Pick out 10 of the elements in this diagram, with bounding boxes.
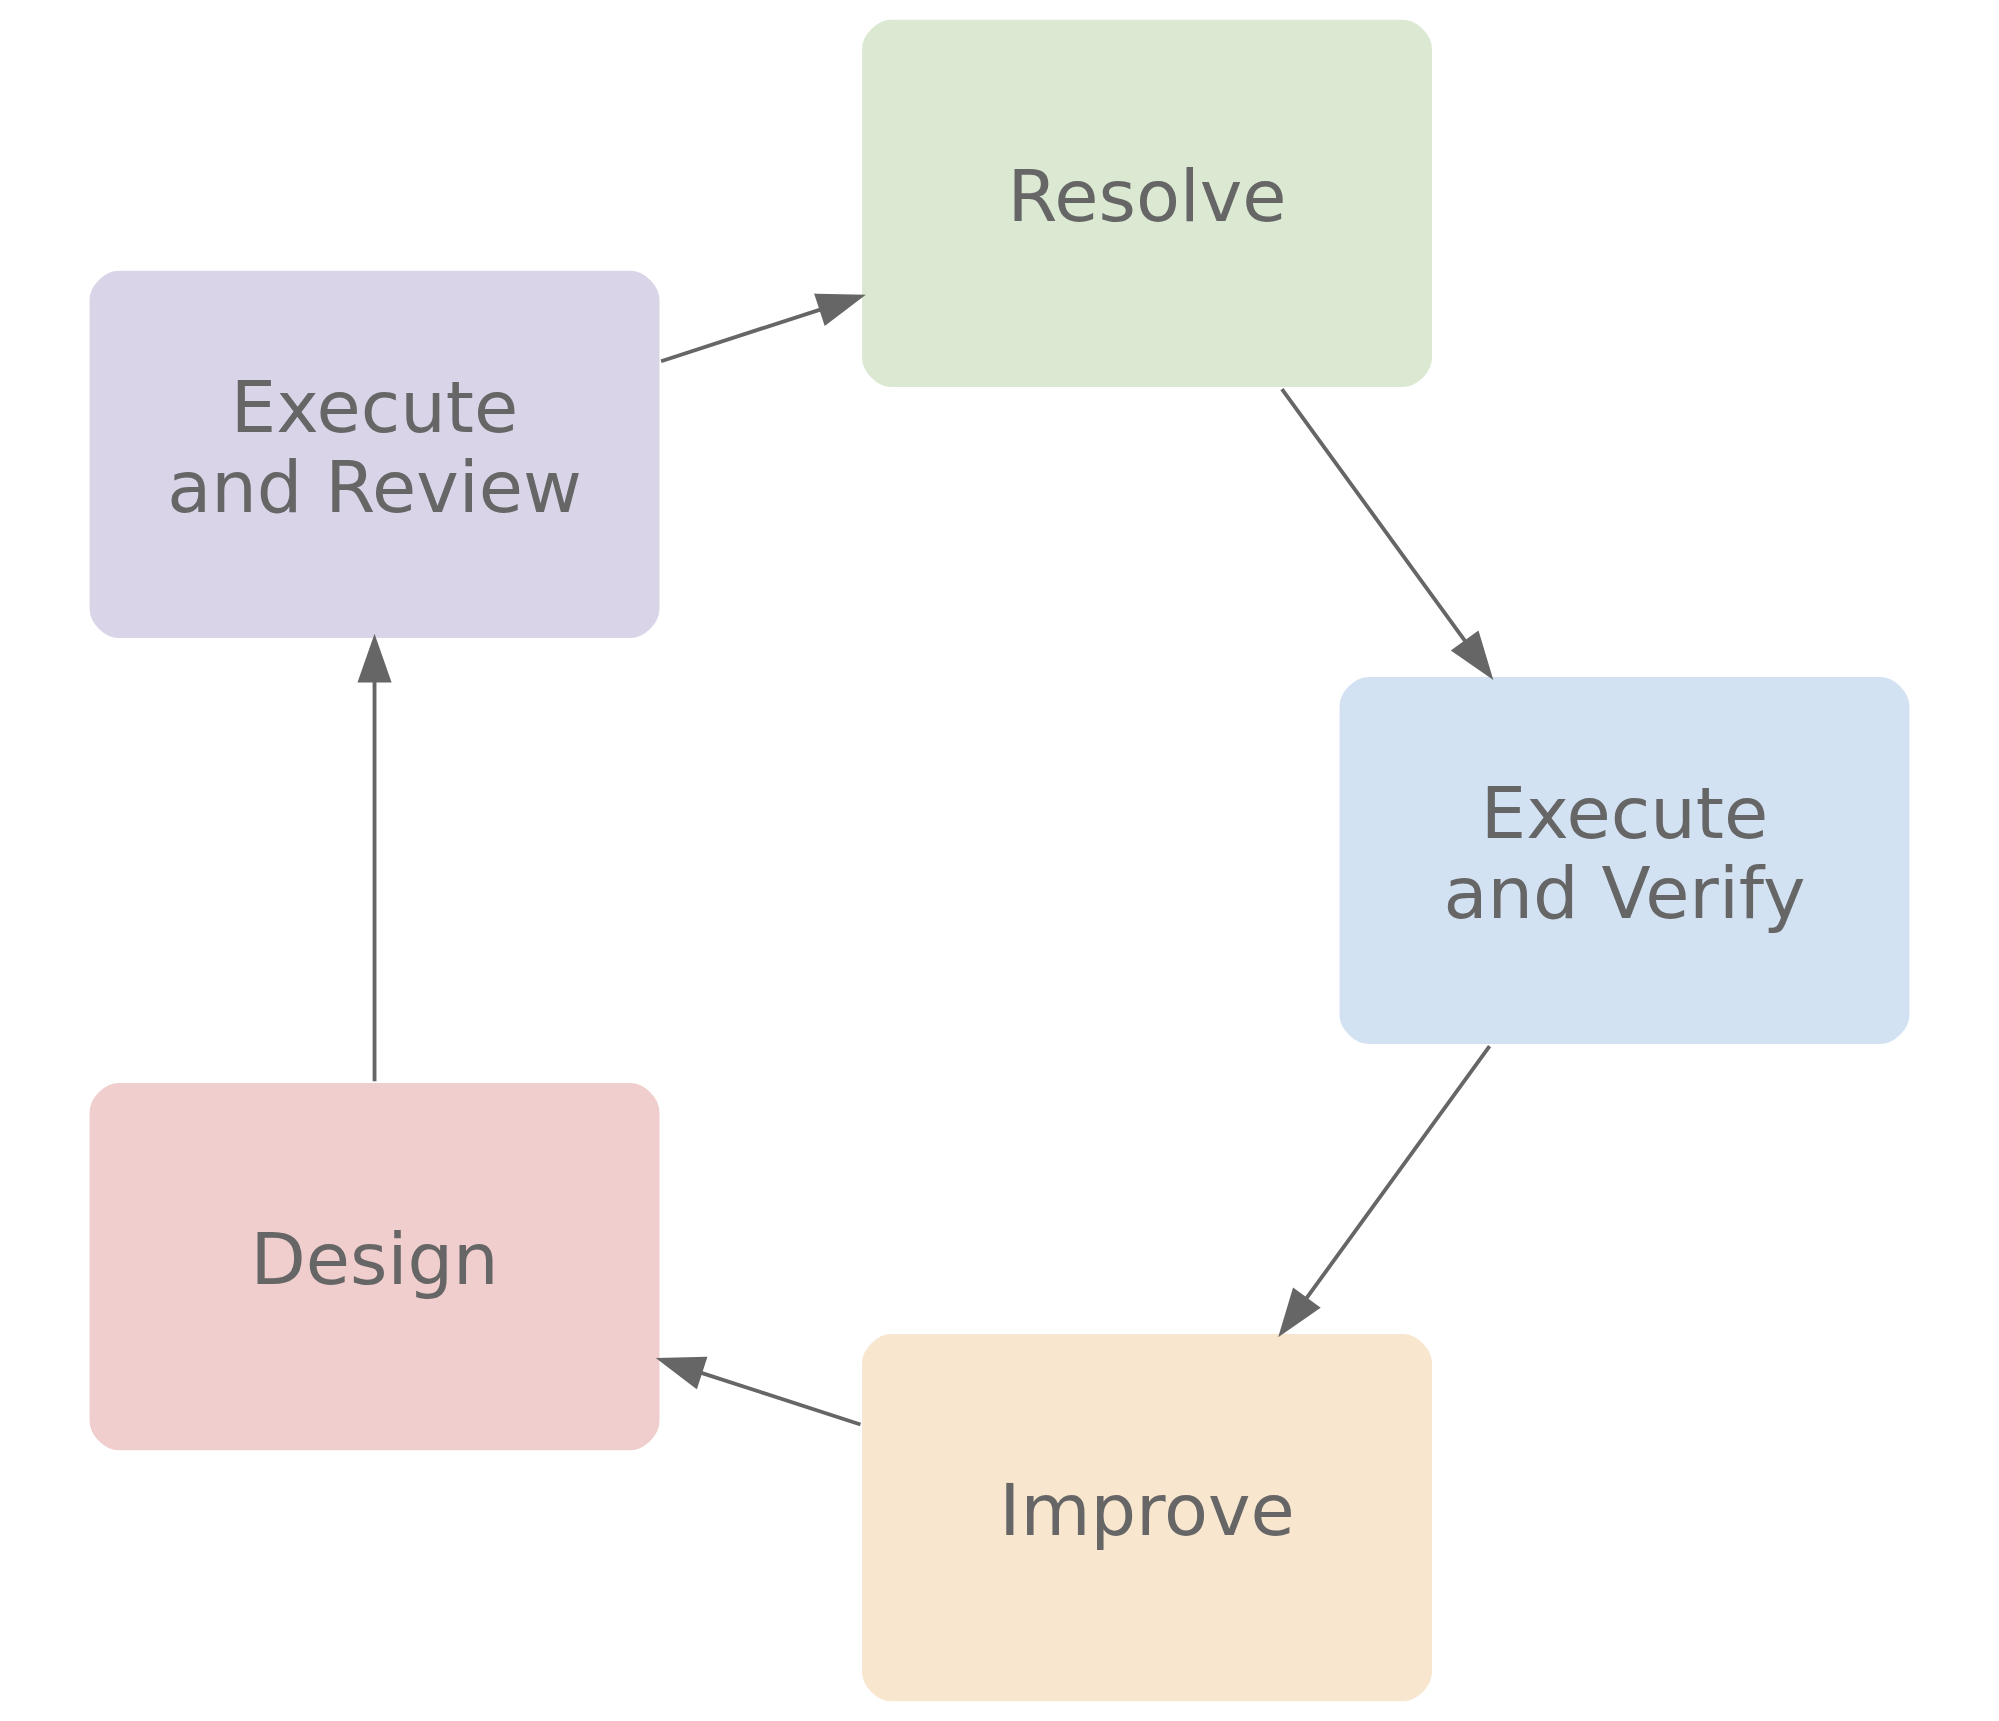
node-box: Design (87, 1080, 663, 1453)
arrow (1278, 1045, 1492, 1338)
node-box: Execute and Review (87, 268, 663, 641)
arrow (660, 293, 866, 364)
node-box: Resolve (859, 17, 1435, 390)
node-box: Execute and Verify (1336, 674, 1912, 1047)
arrow (357, 633, 392, 1082)
arrow (655, 1356, 862, 1427)
node-box: Improve (859, 1331, 1435, 1704)
arrow (1280, 387, 1494, 680)
